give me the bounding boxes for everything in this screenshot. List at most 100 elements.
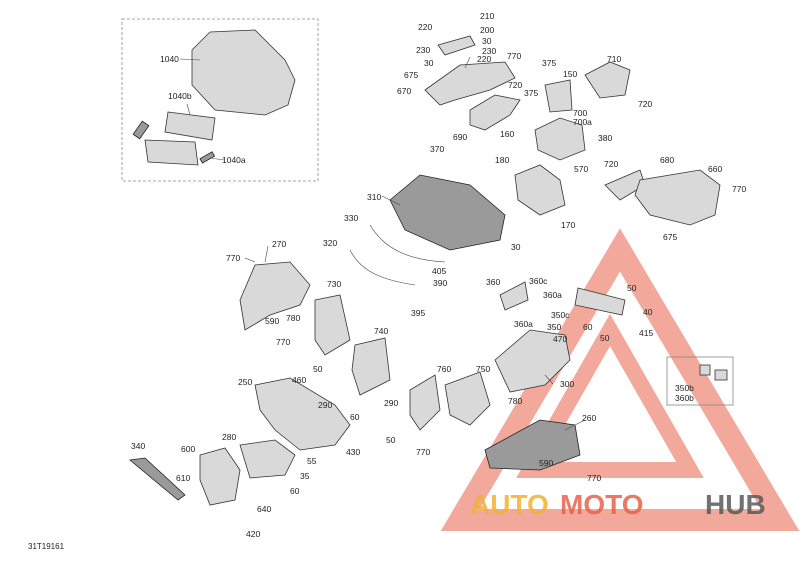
part-730 — [314, 294, 351, 356]
callout-50c: 50 — [313, 364, 323, 374]
clip-b — [199, 151, 216, 164]
rail-320 — [349, 249, 416, 286]
callout-360b: 360b — [675, 393, 694, 403]
callout-55: 55 — [307, 456, 317, 466]
callout-250: 250 — [238, 377, 252, 387]
callout-770f: 770 — [416, 447, 430, 457]
bumper-250 — [254, 377, 351, 451]
callout-600: 600 — [181, 444, 195, 454]
callout-200: 200 — [480, 25, 494, 35]
callout-60: 60 — [583, 322, 593, 332]
callout-680: 680 — [660, 155, 674, 165]
callout-470: 470 — [553, 334, 567, 344]
callout-570: 570 — [574, 164, 588, 174]
callout-360c: 360c — [529, 276, 548, 286]
callout-640: 640 — [257, 504, 271, 514]
callout-270: 270 — [272, 239, 286, 249]
detail-box — [666, 356, 734, 406]
callout-770e: 770 — [587, 473, 601, 483]
callout-300: 300 — [560, 379, 574, 389]
callout-770c: 770 — [226, 253, 240, 263]
callout-700a: 700a — [573, 117, 592, 127]
part-690 — [469, 94, 521, 131]
bracket-40 — [574, 287, 626, 316]
watermark-part3: HUB — [705, 489, 766, 520]
part-710 — [584, 61, 631, 99]
clip-a — [132, 120, 150, 140]
rail-330 — [369, 224, 446, 263]
callout-360: 360 — [486, 277, 500, 287]
callout-690: 690 — [453, 132, 467, 142]
callout-340: 340 — [131, 441, 145, 451]
callout-230b: 230 — [482, 46, 496, 56]
callout-60b: 60 — [350, 412, 360, 422]
callout-700: 700 — [573, 108, 587, 118]
callout-720c: 720 — [604, 159, 618, 169]
watermark-part1: AUTO — [470, 489, 549, 520]
callout-390: 390 — [433, 278, 447, 288]
rack-310 — [389, 174, 506, 251]
callout-40: 40 — [643, 307, 653, 317]
callout-710: 710 — [607, 54, 621, 64]
callout-330: 330 — [344, 213, 358, 223]
callout-230: 230 — [416, 45, 430, 55]
callout-740: 740 — [374, 326, 388, 336]
callout-675: 675 — [404, 70, 418, 80]
parts — [129, 29, 728, 506]
callout-350: 350 — [547, 322, 561, 332]
part-740 — [351, 337, 391, 396]
callout-415: 415 — [639, 328, 653, 338]
bracket-360 — [499, 281, 529, 311]
callout-180: 180 — [495, 155, 509, 165]
callout-770d: 770 — [276, 337, 290, 347]
callout-380: 380 — [598, 133, 612, 143]
callout-770b: 770 — [732, 184, 746, 194]
callout-395: 395 — [411, 308, 425, 318]
callout-220: 220 — [418, 22, 432, 32]
gasket-1040b — [164, 111, 216, 141]
callout-50b: 50 — [600, 333, 610, 343]
callout-770: 770 — [507, 51, 521, 61]
callout-290: 290 — [318, 400, 332, 410]
callout-220b: 220 — [477, 54, 491, 64]
callout-780b: 780 — [508, 396, 522, 406]
callout-420: 420 — [246, 529, 260, 539]
callout-150: 150 — [563, 69, 577, 79]
callout-370: 370 — [430, 144, 444, 154]
callout-660: 660 — [708, 164, 722, 174]
callout-720b: 720 — [638, 99, 652, 109]
part-760 — [409, 374, 441, 431]
callout-1040a: 1040a — [222, 155, 246, 165]
callout-590b: 590 — [539, 458, 553, 468]
callout-260: 260 — [582, 413, 596, 423]
callout-750: 750 — [476, 364, 490, 374]
callout-280: 280 — [222, 432, 236, 442]
callout-430: 430 — [346, 447, 360, 457]
tray — [144, 139, 199, 166]
callout-360a: 360a — [543, 290, 562, 300]
part-170 — [514, 164, 566, 216]
callout-610: 610 — [176, 473, 190, 483]
callout-375: 375 — [542, 58, 556, 68]
callout-30c: 30 — [511, 242, 521, 252]
hood-300 — [494, 329, 571, 393]
callout-360a-b: 360a — [514, 319, 533, 329]
callout-210: 210 — [480, 11, 494, 21]
callout-760: 760 — [437, 364, 451, 374]
callout-780: 780 — [286, 313, 300, 323]
callout-375b: 375 — [524, 88, 538, 98]
part-660 — [634, 169, 721, 226]
callout-50d: 50 — [386, 435, 396, 445]
callout-670: 670 — [397, 86, 411, 96]
part-600 — [199, 447, 241, 506]
callout-590: 590 — [265, 316, 279, 326]
detail-part-b — [714, 369, 728, 381]
callout-160: 160 — [500, 129, 514, 139]
callout-350b: 350b — [675, 383, 694, 393]
callout-labels: 1040 1040b 1040a 220 210 200 230 30 230 … — [131, 11, 746, 539]
callout-290b: 290 — [384, 398, 398, 408]
detail-part-a — [699, 364, 711, 376]
part-260 — [484, 419, 581, 471]
seat-group-box — [121, 18, 319, 182]
